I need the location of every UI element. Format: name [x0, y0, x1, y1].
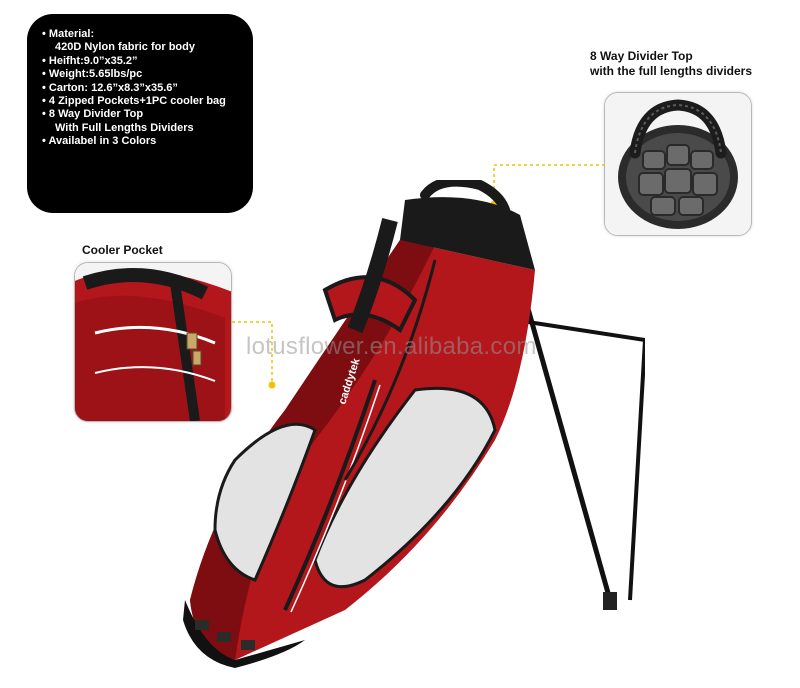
spec-line: • 8 Way Divider Top: [42, 108, 144, 121]
cooler-pocket-illustration: [75, 263, 231, 421]
spec-line: • Availabel in 3 Colors: [42, 135, 157, 148]
divider-top-illustration: [605, 93, 751, 235]
divider-top-title-line2: with the full lengths dividers: [590, 64, 753, 78]
cooler-pocket-leader-line: [232, 321, 276, 389]
spec-box: • Material: 420D Nylon fabric for body •…: [27, 14, 253, 213]
divider-top-title-line1: 8 Way Divider Top: [590, 49, 693, 63]
spec-line: With Full Lengths Dividers: [55, 121, 194, 134]
watermark: lotusflower.en.alibaba.com: [246, 333, 537, 360]
spec-line: • Material:: [42, 28, 95, 40]
spec-line: • 4 Zipped Pockets+1PC cooler bag: [42, 95, 226, 108]
golf-stand-bag: caddytek: [183, 180, 645, 668]
divider-top-title: 8 Way Divider Top with the full lengths …: [590, 49, 752, 79]
spec-line: • Weight:5.65lbs/pc: [42, 68, 143, 81]
cooler-pocket-photo: [74, 262, 232, 422]
divider-top-photo: [604, 92, 752, 236]
spec-line: • Carton: 12.6”x8.3”x35.6”: [42, 81, 178, 94]
cooler-pocket-title: Cooler Pocket: [82, 243, 163, 257]
spec-line: 420D Nylon fabric for body: [55, 41, 195, 54]
spec-line: • Heifht:9.0”x35.2”: [42, 54, 138, 67]
